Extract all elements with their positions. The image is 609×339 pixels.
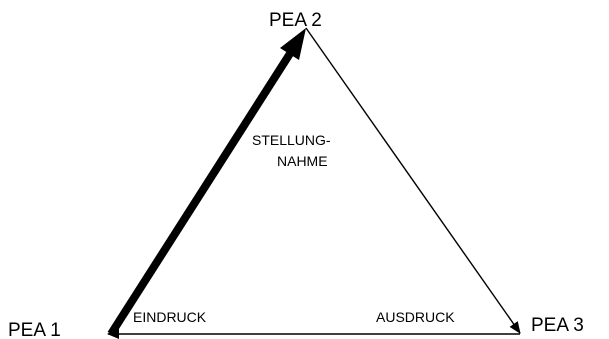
label-stellungnahme-line2: NAHME bbox=[277, 153, 328, 169]
thick-arrow-pea1-to-pea2 bbox=[107, 49, 295, 337]
node-pea2: PEA 2 bbox=[269, 10, 322, 31]
node-pea3: PEA 3 bbox=[531, 315, 584, 336]
node-pea1: PEA 1 bbox=[8, 320, 61, 339]
label-stellungnahme-line1: STELLUNG- bbox=[252, 132, 331, 148]
label-ausdruck: AUSDRUCK bbox=[376, 309, 455, 325]
label-eindruck: EINDRUCK bbox=[133, 309, 207, 325]
arrow-pea2-to-pea3 bbox=[305, 27, 521, 334]
thick-arrowhead bbox=[280, 28, 306, 60]
